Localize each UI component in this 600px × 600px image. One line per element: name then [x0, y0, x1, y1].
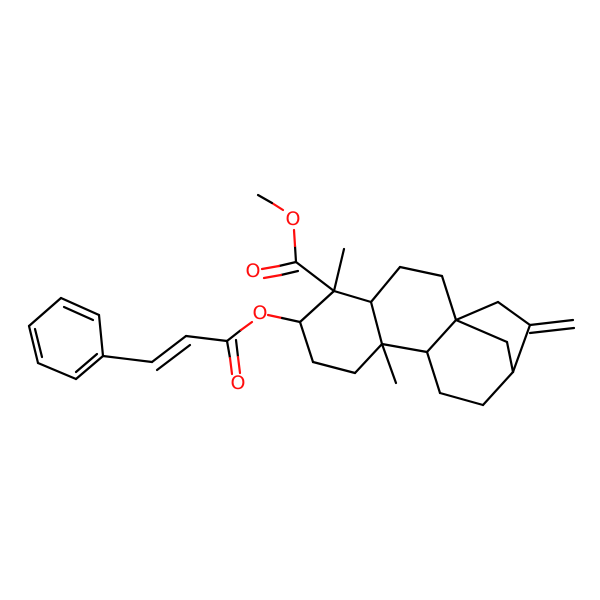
bond	[59, 296, 101, 317]
carbonyl-bond	[279, 269, 300, 277]
bond	[293, 244, 298, 264]
bond	[505, 340, 515, 374]
methyl-ester	[256, 193, 346, 293]
bond	[266, 313, 284, 320]
methyl-bond	[332, 247, 346, 293]
bond	[298, 289, 336, 324]
bond	[74, 354, 105, 381]
bond	[454, 300, 500, 322]
bond	[380, 342, 429, 354]
carbonyl-bond	[236, 355, 242, 375]
carbonyl-bond	[234, 338, 240, 359]
bond	[280, 316, 302, 324]
ring-c-bridge	[425, 300, 576, 407]
bond	[292, 228, 297, 248]
bond	[256, 193, 274, 205]
cinnamoyl-chain	[101, 313, 302, 376]
methylene-bond	[528, 326, 576, 335]
carbonyl-bond	[260, 264, 281, 271]
bond	[440, 274, 458, 322]
atom-label-o: O	[253, 302, 268, 324]
bond	[481, 370, 515, 407]
bond	[97, 313, 105, 358]
carbonyl-bond	[262, 273, 283, 280]
bond	[454, 318, 509, 344]
bond	[184, 334, 229, 343]
carbonyl-bond	[228, 356, 234, 376]
bond	[294, 260, 336, 293]
phenyl-ring	[27, 296, 105, 381]
bond	[425, 318, 458, 354]
bond	[369, 300, 384, 346]
bond	[511, 323, 532, 374]
bond	[332, 289, 373, 304]
bond	[353, 342, 384, 375]
aromatic-bond	[33, 327, 44, 359]
alkene-bond	[155, 343, 192, 372]
bond	[398, 265, 444, 278]
methyl-bond	[380, 342, 398, 385]
bond	[239, 320, 254, 332]
atom-labels: O O O O	[231, 208, 301, 394]
bond	[101, 354, 154, 364]
carbonyl-bond	[225, 339, 232, 360]
aromatic-bond	[74, 352, 99, 374]
bond	[225, 328, 243, 343]
bond	[27, 324, 40, 365]
aromatic-bond	[62, 305, 95, 322]
bond	[438, 391, 485, 407]
ring-b	[369, 265, 458, 385]
carbonyl-bond	[277, 260, 298, 268]
ring-a	[298, 289, 384, 375]
bond	[36, 361, 78, 381]
atom-label-o: O	[246, 260, 261, 282]
bond	[425, 350, 442, 395]
bond	[270, 201, 285, 212]
bond	[369, 265, 402, 304]
atom-label-o: O	[231, 372, 246, 394]
atom-label-o: O	[286, 208, 301, 230]
bond	[496, 300, 532, 327]
alkene-bond	[150, 334, 188, 364]
bond	[311, 360, 357, 375]
bond	[298, 320, 315, 364]
bond	[27, 296, 63, 328]
methylene-bond	[528, 318, 575, 327]
